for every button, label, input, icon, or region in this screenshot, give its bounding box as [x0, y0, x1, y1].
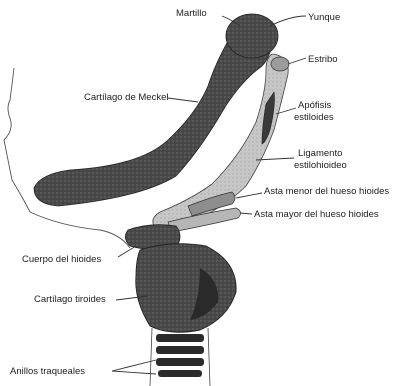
label-martillo: Martillo	[176, 8, 207, 19]
label-asta-menor: Asta menor del hueso hioides	[264, 186, 389, 197]
tracheal-ring-1	[156, 334, 204, 342]
leader-asta-mayor	[240, 213, 252, 214]
thyroid-cartilage-shape	[136, 244, 236, 333]
tracheal-ring-2	[156, 346, 204, 354]
label-estribo: Estribo	[308, 54, 338, 65]
label-cartilago-meckel: Cartílago de Meckel	[84, 92, 168, 103]
label-asta-mayor: Asta mayor del hueso hioides	[254, 209, 379, 220]
tracheal-ring-4	[158, 370, 202, 377]
label-yunque: Yunque	[308, 12, 340, 23]
label-anillos-traqueales: Anillos traqueales	[10, 366, 85, 377]
stapes-shape	[271, 57, 289, 71]
leader-yunque	[270, 16, 306, 26]
leader-cuerpo	[118, 246, 136, 257]
leader-anillos-1	[112, 360, 156, 371]
label-estiloides: estiloides	[294, 112, 334, 123]
malleus-shape	[226, 14, 278, 58]
label-cartilago-tiroides: Cartílago tiroides	[34, 294, 106, 305]
leader-estribo	[288, 58, 306, 64]
label-cuerpo-hioides: Cuerpo del hioides	[22, 254, 101, 265]
leader-asta-menor	[236, 193, 262, 198]
leader-anillos-2	[112, 371, 156, 374]
label-estilohioideo: estilohioideo	[294, 160, 347, 171]
label-ligamento: Ligamento	[298, 148, 342, 159]
tracheal-ring-3	[156, 358, 204, 366]
label-apofisis: Apófisis	[298, 100, 332, 111]
leader-meckel	[168, 98, 198, 102]
